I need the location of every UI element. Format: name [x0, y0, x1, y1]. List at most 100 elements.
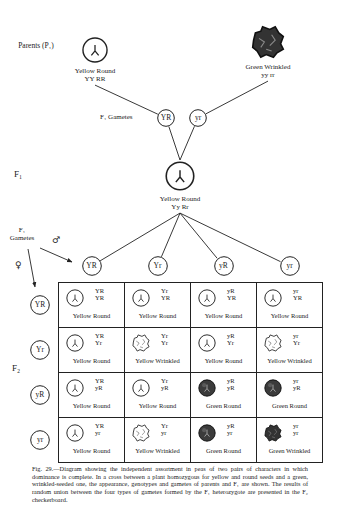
gamete-label: yR [36, 391, 45, 399]
phenotype-label: Green Wrinkled [257, 447, 322, 454]
gamete-ring [190, 110, 207, 127]
gamete-circle: Yr [30, 340, 50, 360]
gamete-ring [31, 431, 50, 450]
cell-pea [133, 380, 149, 396]
cell-pea [67, 380, 83, 396]
phenotype-label: Yellow Round [191, 357, 256, 364]
gamete-circle: YR [82, 256, 102, 276]
gamete-label: YR [161, 114, 171, 122]
checkerboard-cell: YR YrYellow Round [58, 327, 125, 373]
genotype-label: YR YR [95, 287, 106, 301]
genotype-label: yr Yr [293, 332, 304, 346]
label-holder: F₁ Gametes [100, 114, 133, 122]
genotype-label: Yr yr [161, 422, 172, 436]
checkerboard-cell: yr Yr Yellow Wrinkled [256, 327, 323, 373]
genotype-label: YY RR [74, 75, 117, 83]
label-holder: Parents (P₁) [18, 42, 54, 50]
genotype-label: Yr YR [161, 287, 172, 301]
checkerboard-cell: yR YRYellow Round [190, 282, 257, 328]
phenotype-label: Yellow Wrinkled [257, 357, 322, 364]
cell-pea [133, 335, 149, 351]
gamete-ring [31, 386, 50, 405]
genotype-label: yR yr [227, 422, 238, 436]
phenotype-label: Green Round [191, 402, 256, 409]
cell-pea [67, 425, 83, 441]
phenotype-label: Yellow Wrinkled [125, 447, 190, 454]
gamete-circle: yR [214, 256, 234, 276]
connector-group [95, 81, 280, 262]
cell-pea [133, 425, 149, 441]
phenotype-label: Yellow Round [257, 312, 322, 319]
gamete-ring [31, 296, 50, 315]
label-holder: F₁ [14, 170, 22, 180]
cell-pea [199, 335, 215, 351]
cell-pea [199, 380, 215, 396]
descent-line [180, 213, 217, 258]
phenotype-label: Yellow Round [59, 357, 124, 364]
male-gamete-pointer [40, 248, 72, 262]
cell-pea [199, 290, 215, 306]
genotype-label: yR Yr [227, 332, 238, 346]
gamete-label: yr [37, 436, 43, 444]
parent-seed: Green Wrinkledyy rr [242, 24, 295, 81]
phenotype-label: Yellow Round [59, 447, 124, 454]
genotype-label: Yr Yr [161, 332, 172, 346]
gamete-circle: yr [280, 256, 300, 276]
label-holder: ♀ [15, 261, 22, 271]
genotype-label: Yr yR [161, 377, 172, 391]
cell-pea [265, 425, 281, 441]
checkerboard-cell: YR yR Yellow Round [58, 372, 125, 418]
checkerboard-cell: YR YR Yellow Round [58, 282, 125, 328]
cell-pea [199, 425, 215, 441]
checkerboard-cell: Yr yR Yellow Round [124, 372, 191, 418]
genotype-label: Yy Rr [159, 203, 202, 211]
phenotype-label: Green Wrinkled [245, 63, 292, 71]
cell-pea [265, 335, 281, 351]
gamete-circle: Yr [148, 256, 168, 276]
gamete-circle: yR [30, 385, 50, 405]
gamete-heading: F₁ Gametes [100, 114, 133, 122]
label-holder: F₁ Gametes [6, 227, 38, 242]
checkerboard-cell: Yr Yr Yellow Wrinkled [124, 327, 191, 373]
label-holder: ♂ [52, 236, 60, 246]
descent-line [180, 213, 280, 262]
phenotype-label: Yellow Round [59, 312, 124, 319]
genotype-label: YR yR [95, 377, 106, 391]
phenotype-label: Yellow Round [125, 402, 190, 409]
phenotype-label: Yellow Round [59, 402, 124, 409]
gamete-circle: YR [30, 295, 50, 315]
checkerboard-cell: yR yRGreen Round [190, 372, 257, 418]
label-holder: F₂ [12, 364, 20, 374]
descent-line [180, 126, 194, 160]
parent-green-pea [253, 27, 284, 58]
parent-seed: Yellow RoundYY RR [71, 36, 120, 85]
gamete-label: yr [286, 262, 292, 270]
gamete-label: YR [86, 262, 96, 270]
genotype-label: yr YR [293, 287, 304, 301]
cell-pea [133, 290, 149, 306]
phenotype-label: Yellow Round [125, 312, 190, 319]
cell-pea [265, 290, 281, 306]
gamete-label: yr [195, 114, 201, 122]
gamete-circle: yr [30, 430, 50, 450]
gamete-label: YR [35, 301, 45, 309]
gamete-label: yR [219, 262, 228, 270]
cell-pea [67, 335, 83, 351]
phenotype-label: Yellow Round [191, 312, 256, 319]
phenotype-label: Yellow Round [74, 67, 117, 75]
gamete-label: Yr [154, 262, 162, 270]
female-symbol: ♀ [15, 261, 22, 271]
phenotype-label: Yellow Wrinkled [125, 357, 190, 364]
genotype-label: yr yr [293, 422, 304, 436]
caption-holder: Fig. 29.—Diagram showing the independent… [32, 465, 308, 503]
cell-pea [67, 290, 83, 306]
gamete-ring [31, 341, 50, 360]
phenotype-label: Yellow Round [159, 195, 202, 203]
genotype-label: YR yr [95, 422, 106, 436]
female-gamete-pointer [28, 249, 35, 287]
cell-pea [265, 380, 281, 396]
descent-line [100, 213, 180, 261]
gamete-heading: F₁ Gametes [6, 227, 38, 242]
